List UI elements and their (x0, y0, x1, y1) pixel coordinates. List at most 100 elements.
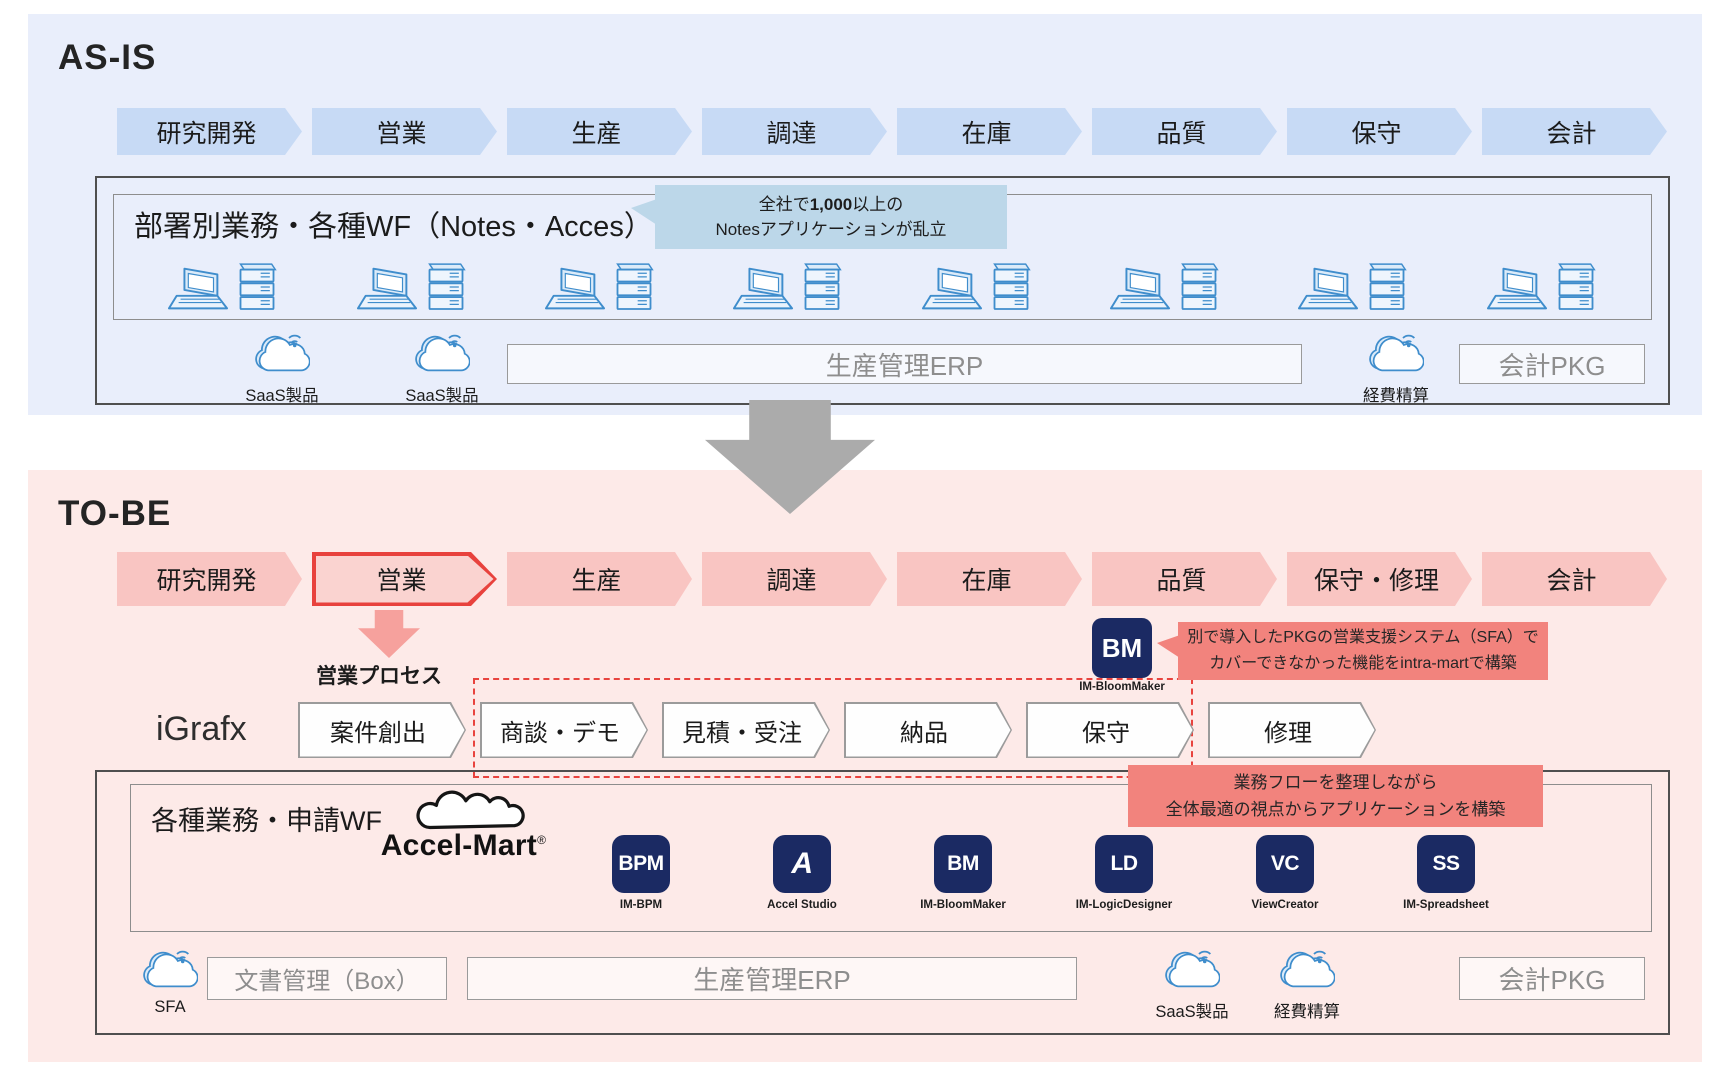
server-icon (616, 263, 654, 310)
notes-callout-line2: Notesアプリケーションが乱立 (715, 220, 947, 239)
cloud-label: 経費精算 (1363, 387, 1429, 405)
process-arrow: 品質 (1092, 552, 1277, 606)
process-arrow: 会計 (1482, 552, 1667, 606)
workstation-row (129, 249, 1636, 313)
product-label: IM-LogicDesigner (1075, 899, 1173, 911)
process-arrow-label: 営業 (376, 119, 427, 148)
sales-process-label: 営業プロセス (316, 665, 442, 688)
cloud-icon (415, 334, 470, 372)
cloud-label: SFA (154, 998, 186, 1016)
process-arrow: 生産 (507, 552, 692, 606)
process-arrow-label: 会計 (1546, 119, 1597, 148)
laptop-icon (168, 267, 229, 310)
document-management-box: 文書管理（Box） (207, 957, 447, 1000)
process-arrow: 生産 (507, 108, 692, 155)
laptop-icon (733, 267, 794, 310)
server-icon (1558, 263, 1596, 310)
product-icon: BPM (612, 835, 670, 893)
product-item: A Accel Studio (742, 835, 862, 911)
cloud-label: SaaS製品 (245, 387, 319, 405)
product-label: IM-BloomMaker (920, 899, 1006, 911)
process-arrow: 会計 (1482, 108, 1667, 155)
accel-mart-logo: Accel-Mart® (356, 787, 571, 863)
laptop-icon (544, 267, 605, 310)
process-arrow: 在庫 (897, 552, 1082, 606)
process-arrow-label: 在庫 (961, 119, 1012, 148)
process-step-label: 保守 (1082, 719, 1130, 747)
sfa-callout-line1: 別で導入したPKGの営業支援システム（SFA）で (1187, 629, 1539, 647)
saas-cloud: SaaS製品 (1137, 942, 1247, 1022)
to-be-erp-box: 生産管理ERP (467, 957, 1077, 1000)
sales-process-steps: 案件創出 商談・デモ 見積・受注 納品 保守 修理 (298, 702, 1376, 758)
igrafx-label: iGrafx (156, 710, 247, 748)
product-icon: SS (1417, 835, 1475, 893)
as-is-systems-box: 部署別業務・各種WF（Notes・Acces） (95, 176, 1670, 405)
process-arrow: 在庫 (897, 108, 1082, 155)
workstation-icons (921, 261, 1033, 313)
cloud-label: SaaS製品 (405, 387, 479, 405)
workstation-icons (356, 261, 468, 313)
cloud-icon (1165, 950, 1220, 988)
process-step-label: 修理 (1264, 719, 1312, 747)
flow-callout-line2: 全体最適の視点からアプリケーションを構築 (1165, 800, 1506, 819)
product-item: BPM IM-BPM (581, 835, 701, 911)
process-arrow-label: 研究開発 (156, 567, 257, 595)
bloommaker-icon: BM (1092, 618, 1152, 678)
process-arrow-label: 品質 (1156, 119, 1207, 148)
process-arrow-label: 研究開発 (156, 119, 257, 148)
process-arrow: 研究開発 (117, 552, 302, 606)
to-be-accounting-box: 会計PKG (1459, 957, 1645, 1000)
laptop-icon (1486, 267, 1547, 310)
laptop-icon (921, 267, 982, 310)
product-icon: BM (934, 835, 992, 893)
dept-wf-title: 部署別業務・各種WF（Notes・Acces） (134, 211, 653, 243)
process-step-label: 納品 (900, 719, 948, 747)
application-wf-title: 各種業務・申請WF (151, 806, 382, 836)
process-step-label: 商談・デモ (500, 719, 620, 747)
to-be-title: TO-BE (58, 494, 172, 533)
process-step: 保守 (1026, 702, 1194, 758)
accel-mart-name: Accel-Mart® (380, 829, 547, 862)
workstation-icons (167, 261, 279, 313)
workstation-icons (732, 261, 844, 313)
as-is-saas-clouds: SaaS製品 SaaS製品 (227, 326, 497, 406)
expense-cloud: 経費精算 (1341, 326, 1451, 406)
workstation-icons (1486, 261, 1598, 313)
process-arrow-label: 会計 (1546, 567, 1597, 595)
product-label: IM-BPM (619, 899, 663, 911)
server-icon (1181, 263, 1219, 310)
process-arrow: 営業 (312, 108, 497, 155)
product-icon: A (773, 835, 831, 893)
server-icon (993, 263, 1030, 310)
process-arrow-label: 在庫 (961, 567, 1012, 595)
workstation-icons (1109, 261, 1221, 313)
product-item: SS IM-Spreadsheet (1386, 835, 1506, 911)
laptop-icon (1110, 267, 1171, 310)
laptop-icon (356, 267, 417, 310)
process-arrow-label: 調達 (766, 119, 817, 148)
laptop-icon (1298, 267, 1359, 310)
application-wf-box: 各種業務・申請WF Accel-Mart® BPM IM-BPM A (130, 784, 1652, 932)
as-is-process-lane: 研究開発 営業 生産 調達 在庫 品質 保守 会計 (117, 108, 1667, 155)
accel-mart-cloud-icon (415, 790, 525, 830)
process-arrow-label: 生産 (571, 567, 622, 595)
saas-cloud: SaaS製品 (387, 326, 497, 406)
cloud-icon (143, 950, 198, 988)
product-item: LD IM-LogicDesigner (1064, 835, 1184, 911)
expense-cloud: 経費精算 (1252, 942, 1362, 1022)
flow-callout: 業務フローを整理しながら 全体最適の視点からアプリケーションを構築 (1128, 765, 1543, 827)
process-step: 納品 (844, 702, 1012, 758)
cloud-icon (1369, 334, 1424, 372)
to-be-section: TO-BE 研究開発 営業 生産 調達 在庫 品質 保守・修理 会計 営業プロセ… (28, 470, 1702, 1062)
product-label: ViewCreator (1251, 899, 1319, 911)
bloommaker-badge: BM IM-BloomMaker (1076, 618, 1168, 693)
process-arrow: 研究開発 (117, 108, 302, 155)
product-item: VC ViewCreator (1225, 835, 1345, 911)
process-arrow-label: 保守 (1351, 119, 1402, 148)
as-is-section: AS-IS 研究開発 営業 生産 調達 在庫 品質 保守 会計 部署別業務・各種… (28, 14, 1702, 415)
to-be-process-lane: 研究開発 営業 生産 調達 在庫 品質 保守・修理 会計 (117, 552, 1667, 606)
saas-cloud: SaaS製品 (227, 326, 337, 406)
product-icons-row: BPM IM-BPM A Accel Studio BM IM-BloomMak… (581, 835, 1506, 911)
cloud-icon (1280, 950, 1335, 988)
as-is-accounting-box: 会計PKG (1459, 344, 1645, 384)
